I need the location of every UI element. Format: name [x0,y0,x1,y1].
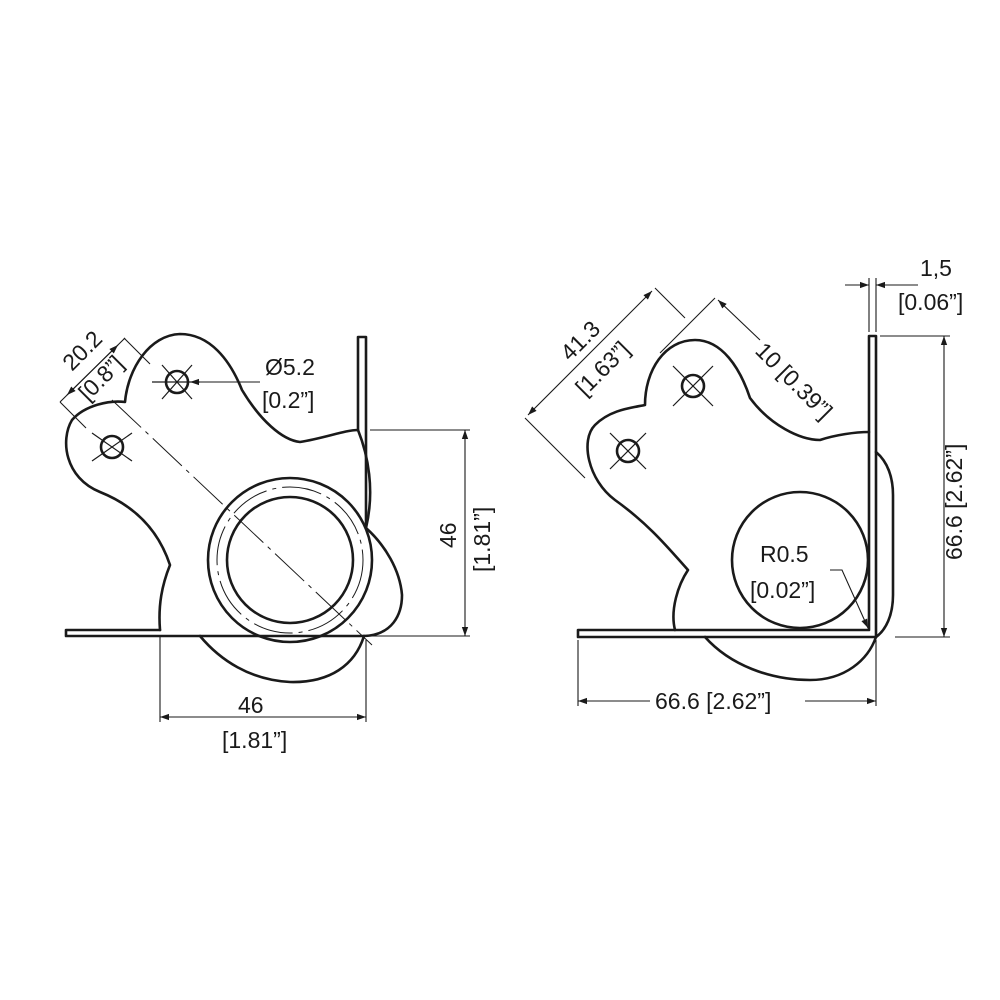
right-thickness-label: 1,5 [920,255,952,281]
left-height-label: 46 [435,522,461,548]
right-width-label: 66.6 [2.62”] [655,688,771,714]
left-ball-dashed-ring [216,486,364,634]
right-corner-reinforcement [874,450,895,639]
left-view [59,332,470,722]
right-hole-upper [680,373,706,399]
left-hole-diameter-inch-label: [0.2”] [262,387,314,413]
left-height-inch-label: [1.81”] [469,507,495,572]
left-vertical-flange [356,335,368,530]
left-bottom-flange [64,628,366,638]
left-width-label: 46 [238,692,264,718]
right-hole-offset-label: 10 [0.39”] [750,337,837,424]
right-corner-outline [586,338,871,632]
right-view [524,278,950,706]
left-width-inch-label: [1.81”] [222,727,287,753]
right-ball [730,490,870,630]
right-hole-lower [615,438,641,464]
left-hole-diameter-label: Ø5.2 [265,354,315,380]
right-radius-inch-label: [0.02”] [750,577,815,603]
left-ball-inner-ring [225,495,355,625]
right-height-label: 66.6 [2.62”] [941,444,967,560]
right-thickness-inch-label: [0.06”] [898,289,963,315]
left-hole-lower [99,434,125,460]
right-lower-bulge [703,635,878,682]
left-centerline [111,399,373,646]
left-ball-outer-ring [206,476,374,644]
right-l-bracket [576,334,878,639]
right-radius-label: R0.5 [760,541,809,567]
left-lower-bulge [198,634,366,684]
